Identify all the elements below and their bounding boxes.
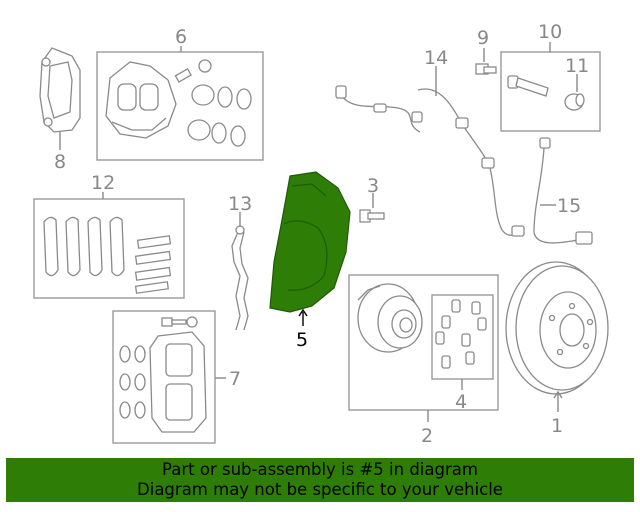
bolt-3-illustration (359, 209, 385, 223)
brake-pads-illustration (43, 216, 125, 277)
caliper-assembly-illustration (149, 316, 207, 433)
callout-12[interactable]: 12 (91, 172, 115, 194)
brake-rotor-illustration (505, 261, 609, 395)
banner-line-2: Diagram may not be specific to your vehi… (137, 480, 503, 499)
sensor-harness-illustration (335, 85, 525, 237)
splash-shield-highlight[interactable] (269, 171, 351, 313)
guide-pin-illustration (507, 75, 549, 97)
callout-5[interactable]: 5 (296, 329, 308, 351)
pad-clips-illustration (134, 235, 172, 294)
wheel-studs-illustration (435, 299, 487, 369)
callout-2[interactable]: 2 (421, 425, 433, 447)
callout-15[interactable]: 15 (557, 195, 581, 217)
caliper-bracket-illustration (39, 47, 81, 133)
bleeder-screw-illustration (174, 59, 212, 83)
callout-11[interactable]: 11 (565, 55, 589, 77)
hub-bearing-illustration (357, 283, 423, 353)
callout-8[interactable]: 8 (54, 151, 66, 173)
callout-9[interactable]: 9 (477, 27, 489, 49)
brake-pads-box (33, 198, 185, 299)
guide-pin-boot-illustration (564, 93, 585, 111)
guide-pin-kit-box (500, 51, 601, 132)
callout-6[interactable]: 6 (175, 26, 187, 48)
caliper-seals-illustration (119, 345, 146, 419)
anti-rattle-clip-illustration (231, 225, 249, 331)
callout-14[interactable]: 14 (424, 47, 448, 69)
banner-line-1: Part or sub-assembly is #5 in diagram (162, 460, 478, 479)
callout-7[interactable]: 7 (229, 368, 241, 390)
bolt-9-illustration (475, 63, 497, 75)
caliper-housing-illustration (105, 61, 177, 139)
callout-13[interactable]: 13 (228, 193, 252, 215)
callout-10[interactable]: 10 (538, 21, 562, 43)
info-banner: Part or sub-assembly is #5 in diagram Di… (6, 458, 634, 502)
parts-diagram: 8 6 9 10 11 (33, 21, 609, 447)
callout-4[interactable]: 4 (455, 391, 467, 413)
brake-hose-illustration (533, 137, 593, 245)
piston-seals-illustration (187, 84, 252, 147)
callout-3[interactable]: 3 (367, 175, 379, 197)
callout-1[interactable]: 1 (551, 415, 563, 437)
